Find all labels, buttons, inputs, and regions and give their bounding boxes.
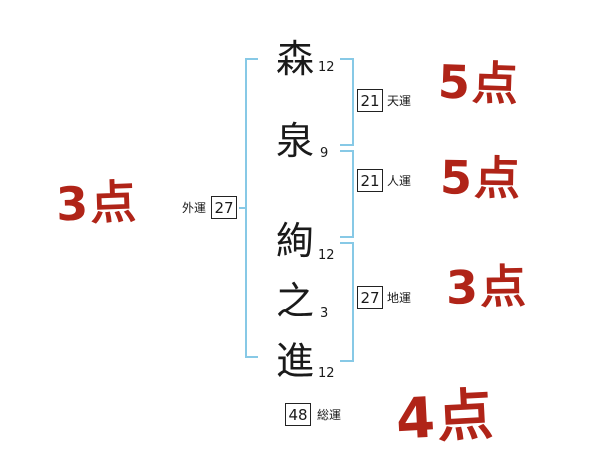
tenun-bracket-tick-bottom bbox=[340, 144, 354, 146]
jinun-bracket-line bbox=[352, 150, 354, 238]
gaiun-value-box: 27 bbox=[211, 196, 237, 219]
souun-value-box: 48 bbox=[285, 403, 311, 426]
name-kanji-3: 絢 bbox=[276, 219, 315, 263]
jinun-bracket-tick-bottom bbox=[340, 236, 354, 238]
name-kanji-5: 進 bbox=[276, 339, 315, 383]
stroke-count-5: 12 bbox=[318, 366, 335, 381]
chiun-score-annotation: 3点 bbox=[445, 259, 529, 315]
tenun-score-annotation: 5点 bbox=[437, 54, 521, 112]
stroke-count-4: 3 bbox=[320, 306, 329, 321]
name-kanji-4: 之 bbox=[276, 279, 315, 323]
name-kanji-2: 泉 bbox=[276, 119, 315, 163]
stroke-count-3: 12 bbox=[318, 248, 335, 263]
tenun-value-box: 21 bbox=[357, 89, 383, 112]
jinun-score-annotation: 5点 bbox=[439, 150, 523, 206]
name-kanji-1: 森 bbox=[276, 37, 315, 81]
jinun-label: 人運 bbox=[387, 174, 412, 188]
jinun-value-box: 21 bbox=[357, 169, 383, 192]
chiun-bracket-line bbox=[352, 242, 354, 362]
souun-score-annotation: 4点 bbox=[394, 382, 497, 453]
jinun-bracket-tick-top bbox=[340, 150, 354, 152]
chiun-label: 地運 bbox=[387, 291, 412, 305]
gaiun-score-annotation: 3点 bbox=[55, 174, 139, 232]
tenun-bracket-line bbox=[352, 58, 354, 146]
stroke-count-2: 9 bbox=[320, 146, 329, 161]
chiun-bracket-tick-bottom bbox=[340, 360, 354, 362]
gaiun-bracket-tick-top bbox=[245, 58, 258, 60]
tenun-label: 天運 bbox=[387, 94, 412, 108]
gaiun-bracket-tick-bottom bbox=[245, 356, 258, 358]
chiun-value-box: 27 bbox=[357, 286, 383, 309]
souun-label: 総運 bbox=[317, 408, 342, 422]
gaiun-label: 外運 bbox=[182, 201, 207, 215]
stroke-count-1: 12 bbox=[318, 60, 335, 75]
gaiun-bracket-connector bbox=[239, 207, 247, 209]
tenun-bracket-tick-top bbox=[340, 58, 354, 60]
chiun-bracket-tick-top bbox=[340, 242, 354, 244]
